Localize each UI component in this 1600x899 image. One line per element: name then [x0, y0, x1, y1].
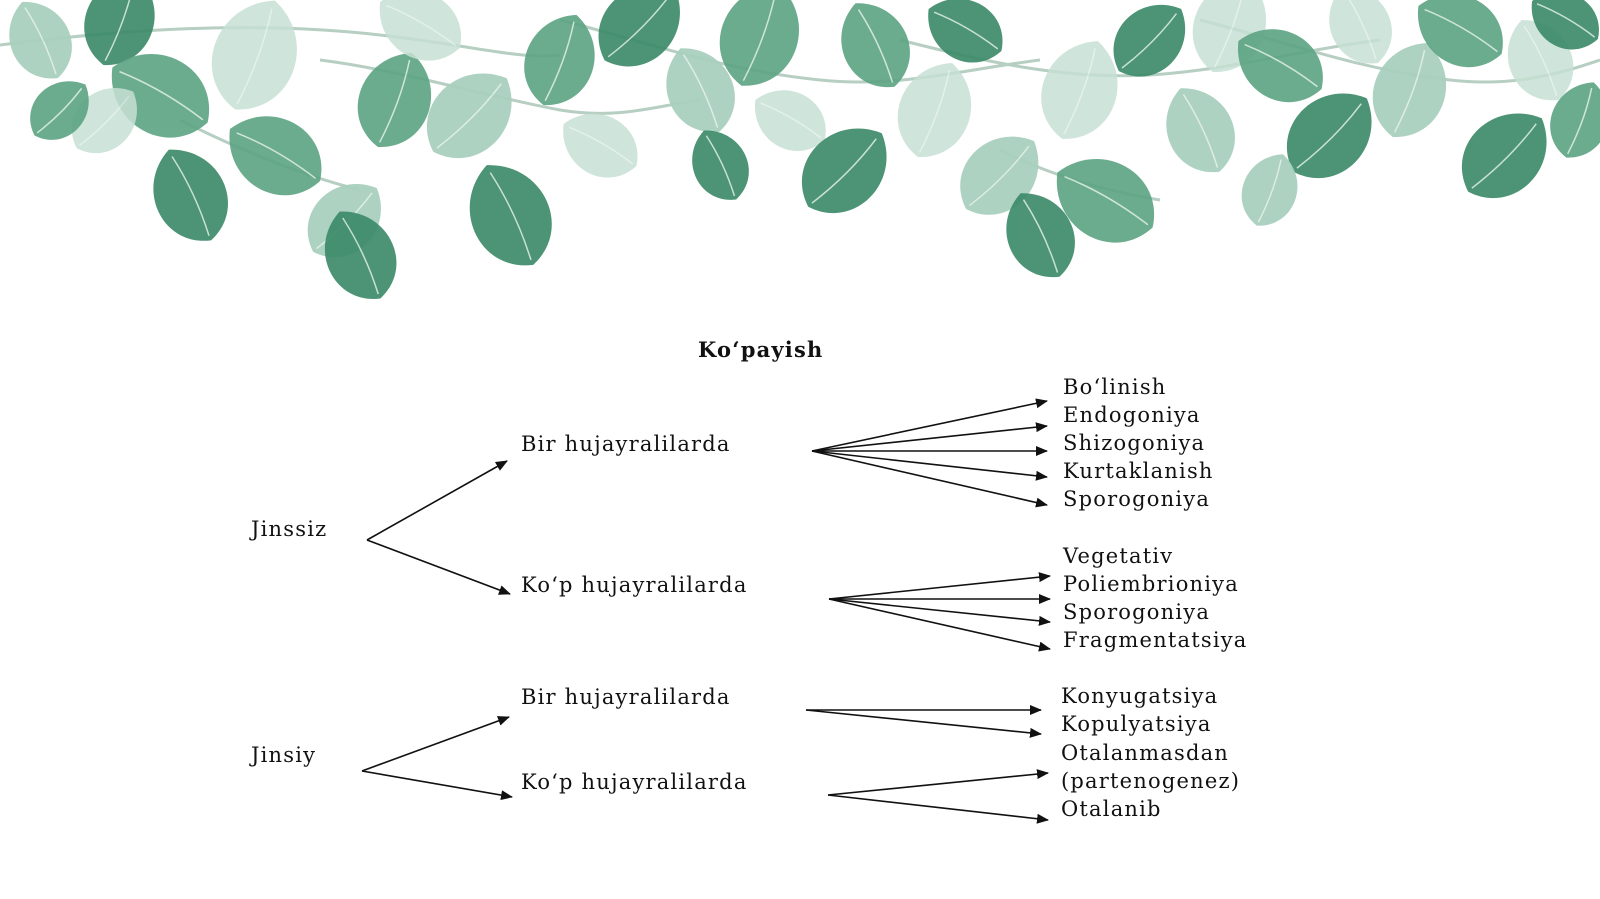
leaf-icon: [1241, 154, 1298, 226]
arrow-jinsiy-to-kop: [361, 770, 513, 801]
leaf-icon: [1329, 0, 1392, 64]
leaf-icon: [598, 0, 680, 67]
leaf-icon: [1166, 88, 1235, 173]
asexual-unicellular-item: Endogoniya: [1063, 403, 1201, 427]
arrow-kop-to-item: [828, 598, 1051, 652]
arrow-kop-to-item: [827, 794, 1049, 824]
leaf-icon: [719, 0, 799, 86]
arrow-kop-to-item: [828, 598, 1051, 626]
leaf-icon: [1238, 29, 1323, 103]
leaf-icon: [960, 136, 1039, 215]
asexual-label: Jinssiz: [251, 517, 328, 541]
arrow-jinsiy-to-bir: [361, 716, 510, 772]
asexual-unicellular-item: Sporogoniya: [1063, 487, 1211, 511]
leaf-icon: [324, 211, 397, 299]
arrow-jinssiz-to-kop: [366, 539, 511, 595]
asexual-unicellular-item: Bo‘linish: [1063, 375, 1167, 399]
leaf-icon: [666, 48, 735, 133]
asexual-multicellular-item: Vegetativ: [1063, 544, 1174, 568]
sexual-multicellular-label: Ko‘p hujayralilarda: [521, 770, 748, 794]
sexual-multicellular-item: (partenogenez): [1061, 769, 1241, 793]
leaf-icon: [357, 53, 431, 147]
leaf-icon: [1041, 41, 1118, 139]
leaf-icon: [841, 3, 910, 88]
leaf-icon: [153, 149, 228, 241]
arrow-bir-to-item: [811, 398, 1048, 452]
leaf-icon: [1287, 93, 1372, 178]
sexual-multicellular-item: Otalanmasdan: [1061, 741, 1230, 765]
leaf-icon: [1372, 43, 1446, 137]
arrow-bir-to-item: [805, 709, 1042, 738]
diagram-title: Ko‘payish: [698, 337, 824, 362]
sexual-unicellular-item: Kopulyatsiya: [1061, 712, 1212, 736]
leaf-icon: [563, 113, 638, 178]
sexual-unicellular-label: Bir hujayralilarda: [521, 685, 731, 709]
sexual-label: Jinsiy: [251, 743, 317, 767]
leaf-icon: [1006, 193, 1075, 278]
leaf-icon: [1531, 0, 1599, 50]
arrow-bir-to-item: [811, 422, 1048, 452]
leaf-icon: [524, 14, 595, 106]
leaf-icon: [1418, 0, 1503, 68]
arrow-bir-to-item: [811, 450, 1048, 508]
leaf-icon: [1056, 159, 1155, 243]
leaf-icon: [379, 0, 462, 61]
arrow-kop-to-item: [828, 572, 1051, 600]
asexual-unicellular-label: Bir hujayralilarda: [521, 432, 731, 456]
asexual-multicellular-item: Sporogoniya: [1063, 600, 1211, 624]
leaf-icon: [928, 0, 1003, 63]
leaf-icon: [469, 165, 552, 266]
leaf-icon: [211, 0, 297, 110]
asexual-multicellular-item: Fragmentatsiya: [1063, 628, 1248, 652]
leaf-icon: [1550, 82, 1600, 158]
asexual-multicellular-label: Ko‘p hujayralilarda: [521, 573, 748, 597]
sexual-unicellular-item: Konyugatsiya: [1061, 684, 1219, 708]
leaf-icon: [1113, 4, 1186, 77]
leaf-icon: [30, 81, 89, 140]
leaf-icon: [229, 116, 322, 196]
leaf-icon: [427, 73, 512, 158]
asexual-multicellular-item: Poliembrioniya: [1063, 572, 1239, 596]
eucalyptus-leaves-decoration: [0, 0, 1600, 299]
leaf-icon: [897, 63, 971, 157]
sexual-multicellular-item: Otalanib: [1061, 797, 1162, 821]
leaf-icon: [755, 90, 826, 151]
asexual-unicellular-item: Shizogoniya: [1063, 431, 1206, 455]
arrow-bir-to-item: [811, 450, 1048, 481]
leaf-icon: [9, 1, 72, 79]
leaf-icon: [1462, 113, 1547, 198]
leaf-icon: [84, 0, 155, 66]
asexual-unicellular-item: Kurtaklanish: [1063, 459, 1214, 483]
leaf-icon: [692, 130, 749, 200]
arrow-jinssiz-to-bir: [366, 460, 508, 541]
arrow-kop-to-item: [827, 769, 1049, 796]
leaf-icon: [802, 128, 887, 213]
